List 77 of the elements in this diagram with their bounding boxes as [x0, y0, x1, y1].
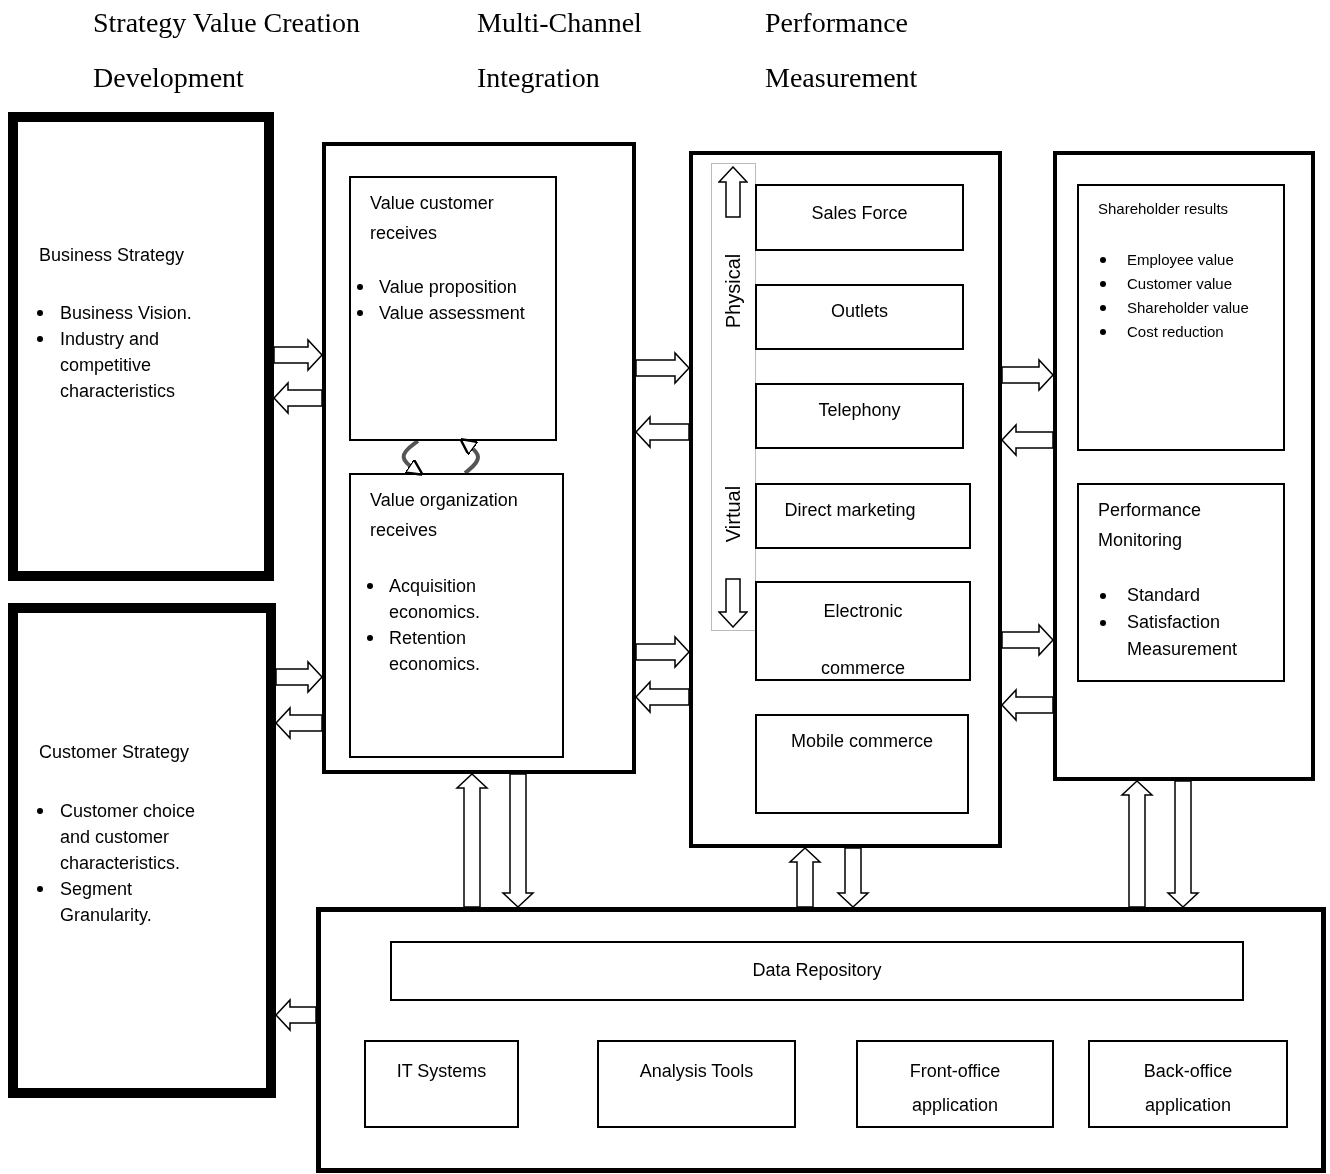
- box-heading: Value customer receives: [370, 192, 495, 245]
- block-arrow: [274, 998, 317, 1032]
- content-box: [1077, 483, 1285, 682]
- bullet-text: Value assessment: [379, 302, 526, 325]
- content-box: [349, 473, 564, 758]
- section-panel: [1053, 151, 1315, 781]
- block-arrow: [273, 338, 324, 372]
- channel-box: [755, 581, 971, 681]
- content-box: [349, 176, 557, 441]
- box-heading: Data Repository: [751, 959, 883, 982]
- box-heading: Front-office application: [908, 1060, 1002, 1117]
- block-arrow: [1000, 688, 1054, 722]
- block-arrow: [635, 635, 691, 669]
- data-layer-panel: [316, 907, 1326, 1173]
- bullet-text: Value proposition: [379, 276, 518, 299]
- bullet-text: Shareholder value: [1127, 298, 1250, 318]
- bullet-text: Customer value: [1127, 274, 1234, 294]
- box-heading: IT Systems: [395, 1060, 488, 1083]
- system-box: [1088, 1040, 1288, 1128]
- bullet-text: Satisfaction Measurement: [1127, 611, 1239, 661]
- block-arrow: [1166, 780, 1200, 909]
- channel-type-label: Physical: [721, 253, 745, 329]
- channel-box: [755, 714, 969, 814]
- block-arrow: [275, 660, 324, 694]
- block-arrow: [1001, 623, 1055, 657]
- block-arrow: [788, 846, 822, 908]
- block-arrow: [501, 773, 535, 909]
- box-heading: Value organization receives: [370, 489, 519, 542]
- bullet-text: Employee value: [1127, 250, 1235, 270]
- block-arrow: [274, 706, 323, 740]
- section-panel: [322, 142, 636, 774]
- block-arrow: [272, 381, 323, 415]
- block-arrow: [1120, 779, 1154, 908]
- block-arrow: [634, 680, 690, 714]
- section-panel: [689, 151, 1002, 848]
- box-heading: Sales Force: [810, 202, 909, 225]
- box-heading: Outlets: [830, 300, 889, 323]
- bullet-text: Customer choice and customer characteristics.: [60, 800, 197, 875]
- bullet-text: Acquisition economics.: [389, 575, 482, 624]
- channel-box: [755, 184, 964, 251]
- box-heading: Telephony: [817, 399, 902, 422]
- box-heading: Business Strategy: [39, 244, 185, 267]
- box-heading: Direct marketing: [783, 499, 917, 522]
- system-box: [856, 1040, 1054, 1128]
- channel-band: [711, 163, 756, 631]
- block-arrow: [455, 772, 489, 908]
- box-heading: Mobile commerce: [789, 730, 934, 753]
- column-heading: Performance Measurement: [765, 6, 919, 95]
- block-arrow: [635, 351, 691, 385]
- bullet-text: Segment Granularity.: [60, 878, 153, 927]
- bullet-text: Retention economics.: [389, 627, 482, 676]
- channel-box: [755, 383, 964, 449]
- bullet-text: Business Vision.: [60, 302, 193, 325]
- block-arrow: [634, 415, 690, 449]
- box-heading: Electronic commerce: [820, 600, 906, 680]
- box-heading: Customer Strategy: [39, 741, 190, 764]
- box-heading: Back-office application: [1142, 1060, 1234, 1117]
- system-box: [364, 1040, 519, 1128]
- box-heading: Performance Monitoring: [1098, 499, 1203, 552]
- bullet-text: Standard: [1127, 584, 1202, 607]
- system-box: [597, 1040, 796, 1128]
- column-heading: Strategy Value Creation Development: [93, 6, 361, 95]
- bullet-text: Industry and competitive characteristics: [60, 328, 177, 403]
- channel-type-label: Virtual: [721, 485, 745, 543]
- strategy-panel: [8, 603, 276, 1098]
- bullet-text: Cost reduction: [1127, 322, 1225, 342]
- strategy-panel: [8, 112, 274, 581]
- block-arrow: [836, 847, 870, 909]
- box-heading: Shareholder results: [1098, 199, 1229, 219]
- block-arrow: [1001, 358, 1055, 392]
- channel-box: [755, 284, 964, 350]
- column-heading: Multi-Channel Integration: [477, 6, 643, 95]
- content-box: [1077, 184, 1285, 451]
- channel-box: [755, 483, 971, 549]
- data-repository-box: [390, 941, 1244, 1001]
- box-heading: Analysis Tools: [638, 1060, 755, 1083]
- block-arrow: [1000, 423, 1054, 457]
